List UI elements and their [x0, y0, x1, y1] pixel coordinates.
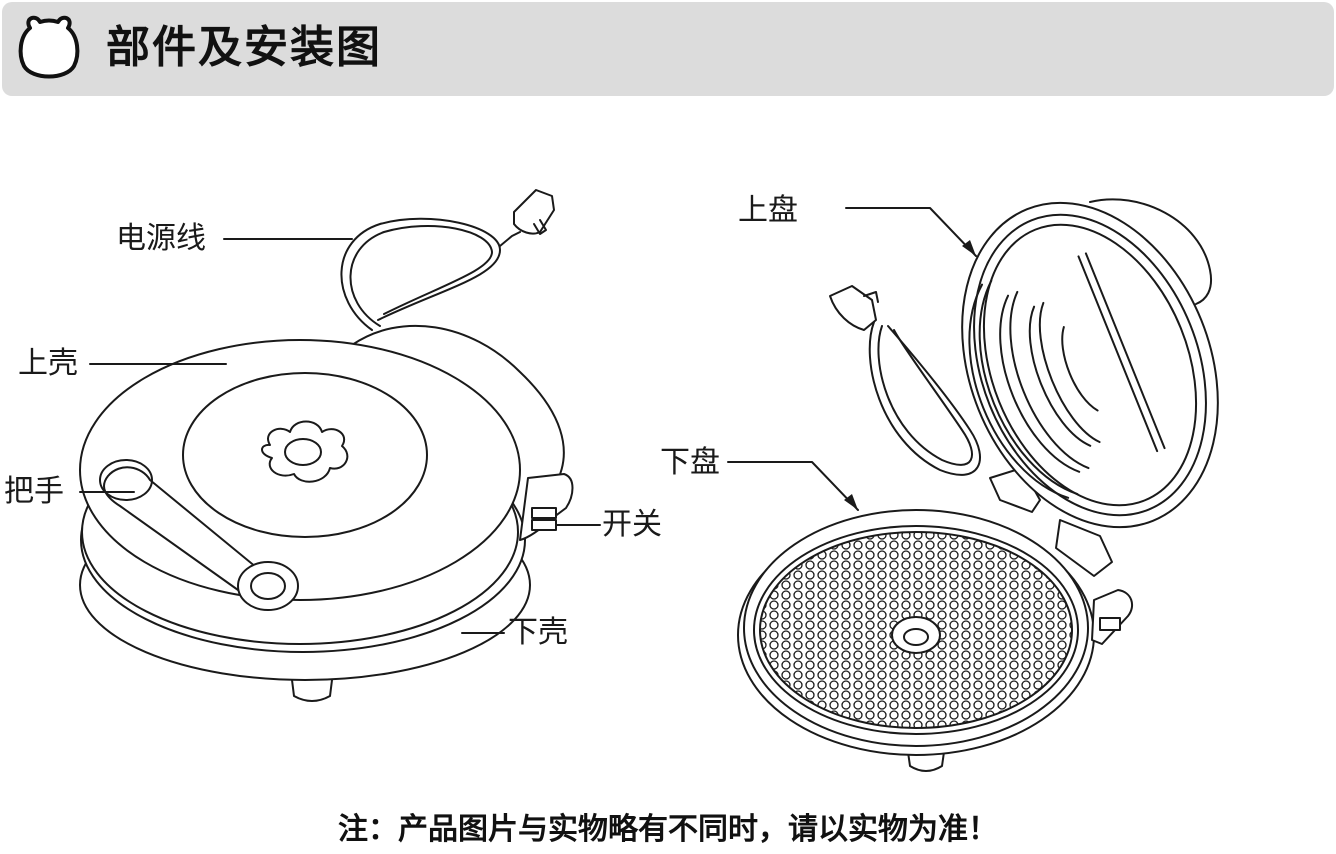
label-handle: 把手 [4, 474, 64, 509]
closed-appliance-drawing [79, 189, 574, 702]
label-lower-shell: 下壳 [508, 615, 568, 650]
bear-head-icon [18, 15, 80, 79]
label-upper-plate: 上盘 [738, 193, 798, 228]
label-power-cord: 电源线 [116, 221, 206, 256]
label-switch: 开关 [602, 507, 662, 542]
footer-note: 注：产品图片与实物略有不同时，请以实物为准！ [338, 812, 998, 847]
label-upper-shell: 上壳 [18, 346, 78, 381]
label-lower-plate: 下盘 [660, 445, 720, 480]
page-title: 部件及安装图 [106, 22, 382, 73]
header-bar: 部件及安装图 [2, 2, 1334, 96]
open-appliance-drawing [737, 198, 1219, 772]
